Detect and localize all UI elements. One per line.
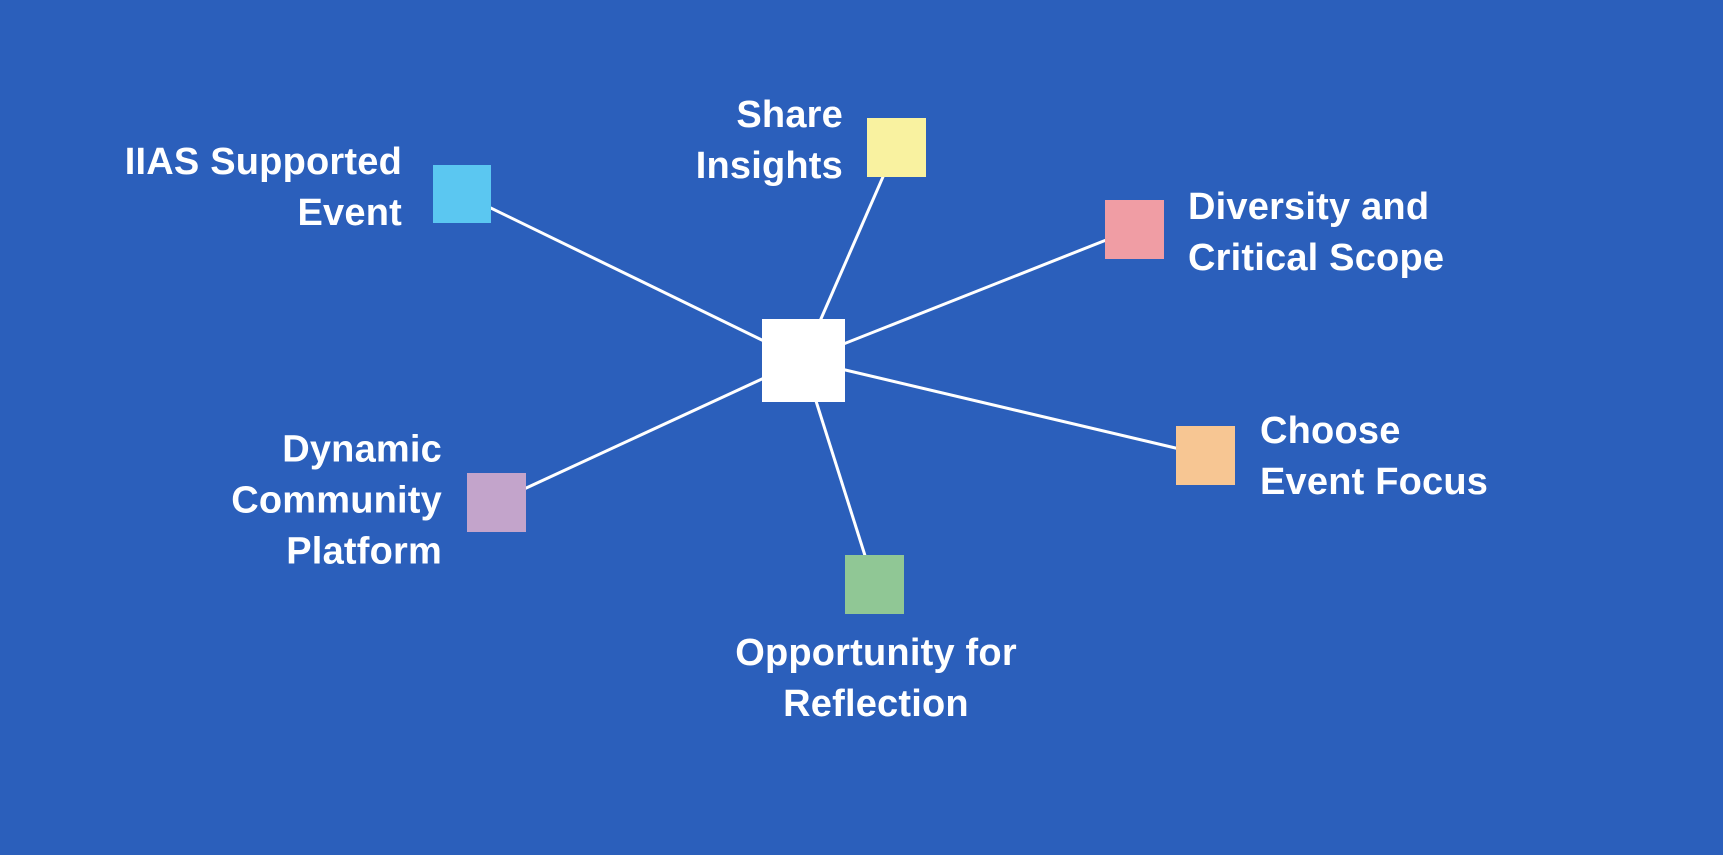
- node-square-diversity-and-critical-scope: [1104, 199, 1164, 259]
- node-square-choose-event-focus: [1175, 425, 1235, 485]
- connector-line-choose-event-focus: [802, 358, 1206, 457]
- connector-line-diversity-and-critical-scope: [802, 227, 1135, 362]
- center-node: [761, 318, 845, 402]
- node-square-dynamic-community-platform: [466, 472, 526, 532]
- node-label-iias-supported-event: IIAS Supported Event: [124, 141, 402, 234]
- node-square-share-insights: [866, 117, 926, 177]
- node-label-choose-event-focus: Choose Event Focus: [1260, 410, 1489, 503]
- node-label-dynamic-community-platform: Dynamic Community Platform: [231, 428, 442, 573]
- node-label-opportunity-for-reflection: Opportunity for Reflection: [735, 632, 1017, 725]
- node-square-iias-supported-event: [433, 165, 491, 223]
- node-square-opportunity-for-reflection: [844, 554, 904, 614]
- connector-line-iias-supported-event: [461, 192, 804, 362]
- connector-line-dynamic-community-platform: [495, 358, 804, 504]
- node-label-diversity-and-critical-scope: Diversity and Critical Scope: [1188, 186, 1445, 279]
- node-label-share-insights: Share Insights: [695, 94, 843, 187]
